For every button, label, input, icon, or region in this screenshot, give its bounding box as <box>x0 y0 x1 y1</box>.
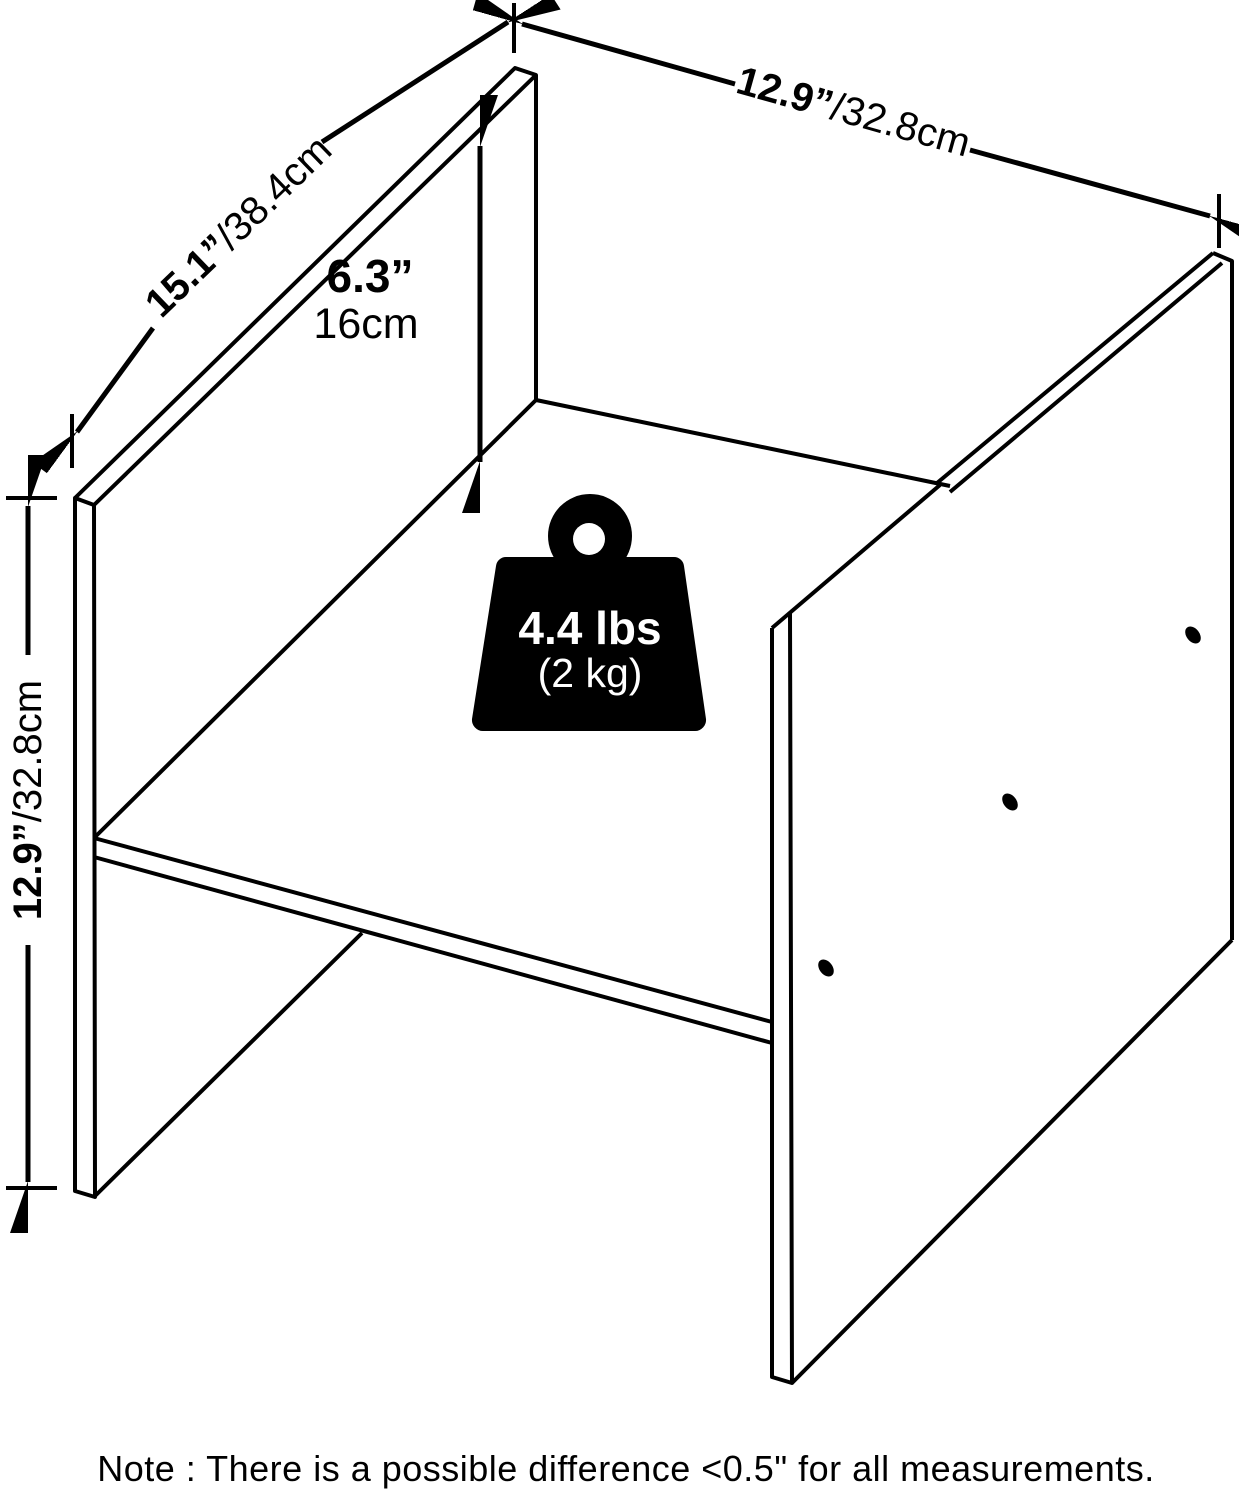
dimension-arrow-line <box>522 24 736 87</box>
weight-kg-label: (2 kg) <box>538 650 643 696</box>
dimension-arrow-line <box>969 147 1210 216</box>
seat-front-top-edge <box>93 836 773 1024</box>
left-side-panel <box>73 66 538 1199</box>
right-panel-back-edge <box>1212 251 1234 940</box>
left-panel-top-and-back-edge <box>73 66 538 500</box>
right-panel-top-inner-edge <box>948 261 1224 494</box>
dimension-arrow-line <box>77 326 156 432</box>
pin-hole-icon <box>1185 626 1201 644</box>
seat-clearance-metric: 16cm <box>313 300 418 348</box>
right-panel-bottom-depth-edge <box>790 938 1234 1385</box>
right-side-panel <box>770 251 1234 1385</box>
weight-pounds-label: 4.4 lbs <box>518 602 661 654</box>
dimension-seat-clearance: 6.3” 16cm <box>313 146 480 462</box>
right-panel-front-edge <box>770 612 794 1385</box>
seat-right-edge <box>770 483 942 630</box>
seat-back-edge <box>535 398 951 488</box>
pin-hole-icon <box>818 959 834 977</box>
left-panel-bottom-depth-edge <box>93 931 364 1198</box>
right-panel-top-outer-edge <box>935 251 1215 485</box>
seat-panel <box>92 398 951 1045</box>
dimension-side-height: 12.9”/32.8cm <box>6 498 57 1188</box>
weight-icon: 4.4 lbs (2 kg) <box>471 494 707 732</box>
dimension-arrow-line <box>320 22 508 145</box>
pin-hole-icon <box>1002 793 1018 811</box>
shelf-pin-holes <box>818 626 1201 977</box>
weight-ring-hole <box>573 523 605 555</box>
dimension-depth: 15.1”/38.4cm <box>72 3 514 468</box>
seat-clearance-value: 6.3” <box>327 250 414 302</box>
left-panel-front-edge <box>73 496 97 1199</box>
weight-body <box>471 556 707 732</box>
seat-left-edge <box>92 398 538 840</box>
measurement-note: Note : There is a possible difference <0… <box>97 1448 1154 1489</box>
top-width-dimension-label: 12.9”/32.8cm <box>732 58 975 165</box>
side-height-dimension-label: 12.9”/32.8cm <box>6 680 50 920</box>
dimension-top-width: 12.9”/32.8cm <box>522 24 1219 248</box>
seat-front-bottom-edge <box>93 855 773 1045</box>
